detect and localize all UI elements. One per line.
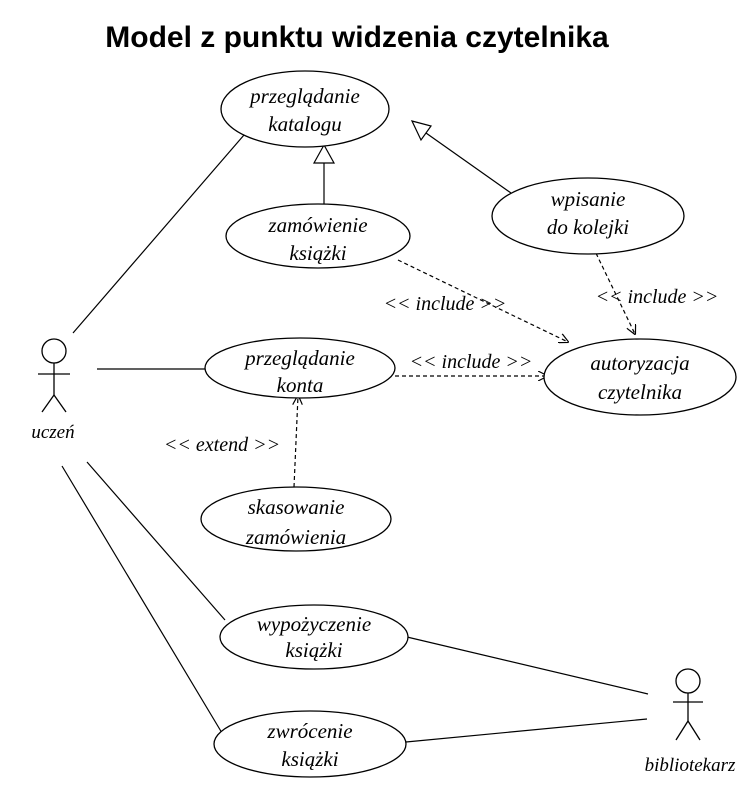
include-order-to-auth — [397, 259, 568, 342]
use-case-reader-authorization[interactable]: autoryzacja czytelnika — [543, 338, 737, 416]
use-case-cancel-order-line-2: zamówienia — [245, 525, 346, 549]
actor-librarian-label: bibliotekarz — [645, 755, 736, 776]
use-case-reader-authorization-line-1: autoryzacja — [590, 351, 689, 375]
actor-student-label: uczeń — [31, 422, 74, 443]
use-case-return-book[interactable]: zwrócenie książki — [213, 710, 407, 778]
include-label-account: << include >> — [410, 351, 533, 373]
association-librarian-return-book — [405, 718, 648, 743]
include-label-order: << include >> — [384, 293, 507, 315]
diagram-title: Model z punktu widzenia czytelnika — [105, 21, 609, 54]
use-case-reader-authorization-line-2: czytelnika — [598, 380, 682, 404]
use-case-join-queue-line-2: do kolejki — [547, 215, 629, 239]
use-case-return-book-line-1: zwrócenie — [266, 719, 352, 743]
generalization-queue-to-catalog-line — [425, 132, 512, 194]
extend-label-cancel: << extend >> — [164, 434, 280, 456]
include-queue-to-auth — [592, 246, 635, 334]
association-student-borrow-book — [86, 461, 226, 621]
use-case-borrow-book[interactable]: wypożyczenie książki — [219, 604, 409, 670]
connectors — [61, 120, 649, 743]
student-actor-icon — [38, 338, 70, 413]
use-case-return-book-line-2: książki — [281, 747, 338, 771]
use-case-cancel-order[interactable]: skasowanie zamówienia — [200, 486, 392, 552]
use-case-join-queue[interactable]: wpisanie do kolejki — [491, 177, 685, 255]
association-student-return-book — [61, 465, 226, 739]
use-case-borrow-book-line-2: książki — [285, 638, 342, 662]
association-student-browse-catalog — [72, 134, 245, 334]
use-case-browse-catalog-line-2: katalogu — [268, 112, 342, 136]
use-case-browse-account-line-1: przeglądanie — [243, 346, 355, 370]
use-case-browse-account[interactable]: przeglądanie konta — [204, 337, 396, 399]
extend-cancel-to-account — [294, 396, 298, 488]
use-case-browse-catalog-line-1: przeglądanie — [248, 84, 360, 108]
actor-student[interactable]: uczeń — [31, 338, 75, 443]
use-case-order-book[interactable]: zamówienie książki — [225, 203, 411, 269]
use-case-borrow-book-line-1: wypożyczenie — [257, 612, 371, 636]
association-librarian-borrow-book — [406, 636, 649, 695]
use-case-browse-catalog[interactable]: przeglądanie katalogu — [220, 70, 390, 148]
generalization-queue-to-catalog-arrow — [410, 120, 432, 142]
use-case-join-queue-line-1: wpisanie — [551, 187, 626, 211]
generalization-order-to-catalog-arrow — [312, 143, 336, 164]
use-case-order-book-line-1: zamówienie — [267, 213, 367, 237]
use-case-browse-account-line-2: konta — [277, 373, 324, 397]
use-case-order-book-line-2: książki — [289, 241, 346, 265]
use-case-cancel-order-line-1: skasowanie — [248, 495, 345, 519]
actor-librarian[interactable]: bibliotekarz — [645, 668, 736, 776]
librarian-actor-icon — [673, 668, 703, 741]
include-label-queue: << include >> — [596, 286, 719, 308]
